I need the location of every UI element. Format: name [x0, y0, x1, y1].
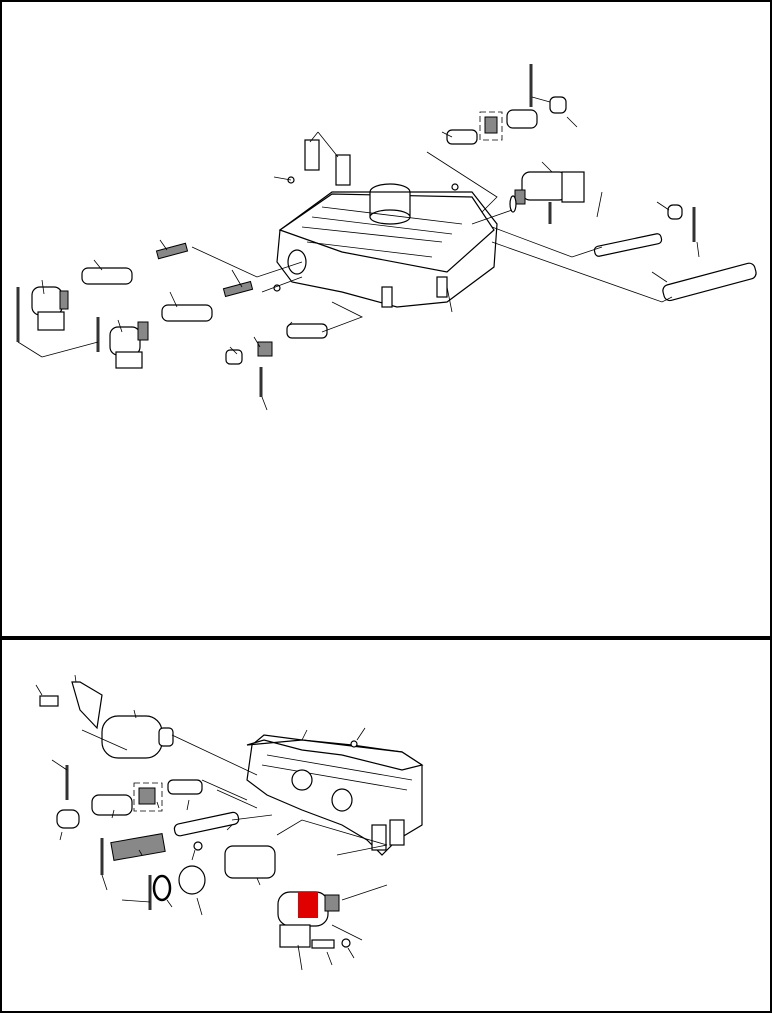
leader-lines — [35, 674, 388, 971]
plug — [178, 865, 206, 895]
spring-group — [479, 111, 503, 141]
panel-divider — [0, 636, 772, 640]
leader-lines — [41, 96, 700, 411]
plug — [667, 204, 683, 220]
solenoid — [514, 171, 585, 205]
solenoid — [109, 321, 149, 369]
top-diagram — [16, 64, 757, 411]
spring — [110, 833, 166, 861]
plug — [225, 349, 243, 365]
valve — [506, 109, 538, 129]
valve-body — [246, 734, 424, 856]
solenoid — [31, 286, 69, 331]
spring — [138, 787, 156, 805]
spring — [257, 341, 273, 357]
solenoid-highlighted — [277, 891, 340, 948]
valve — [446, 129, 478, 145]
washer — [341, 938, 351, 948]
spring-group — [133, 782, 163, 812]
plug — [56, 809, 80, 829]
valve — [81, 267, 133, 285]
clip — [509, 195, 517, 213]
check-ball — [350, 740, 358, 748]
valve-body — [276, 183, 498, 308]
valve — [173, 811, 240, 837]
valve — [167, 779, 203, 795]
spring — [484, 116, 498, 134]
valve — [91, 794, 133, 816]
valve — [161, 304, 213, 322]
washer — [193, 841, 203, 851]
o-ring — [152, 874, 172, 902]
clips — [304, 131, 351, 186]
accumulator-valve — [662, 262, 757, 302]
spring — [222, 280, 254, 298]
check-ball — [273, 284, 281, 292]
bottom-panel-valve-body-exploded-view — [2, 640, 770, 1011]
valve — [286, 323, 328, 339]
plug — [549, 96, 567, 114]
check-ball — [451, 183, 459, 191]
bolt — [39, 695, 59, 707]
bottom-diagram — [35, 674, 424, 971]
bracket — [71, 681, 103, 730]
bolt — [311, 939, 335, 949]
filter-screen — [224, 845, 276, 879]
pressure-solenoid — [101, 715, 174, 759]
top-panel-valve-body-exploded-view — [2, 2, 770, 636]
shift-valve — [593, 233, 663, 257]
spring — [155, 242, 189, 260]
